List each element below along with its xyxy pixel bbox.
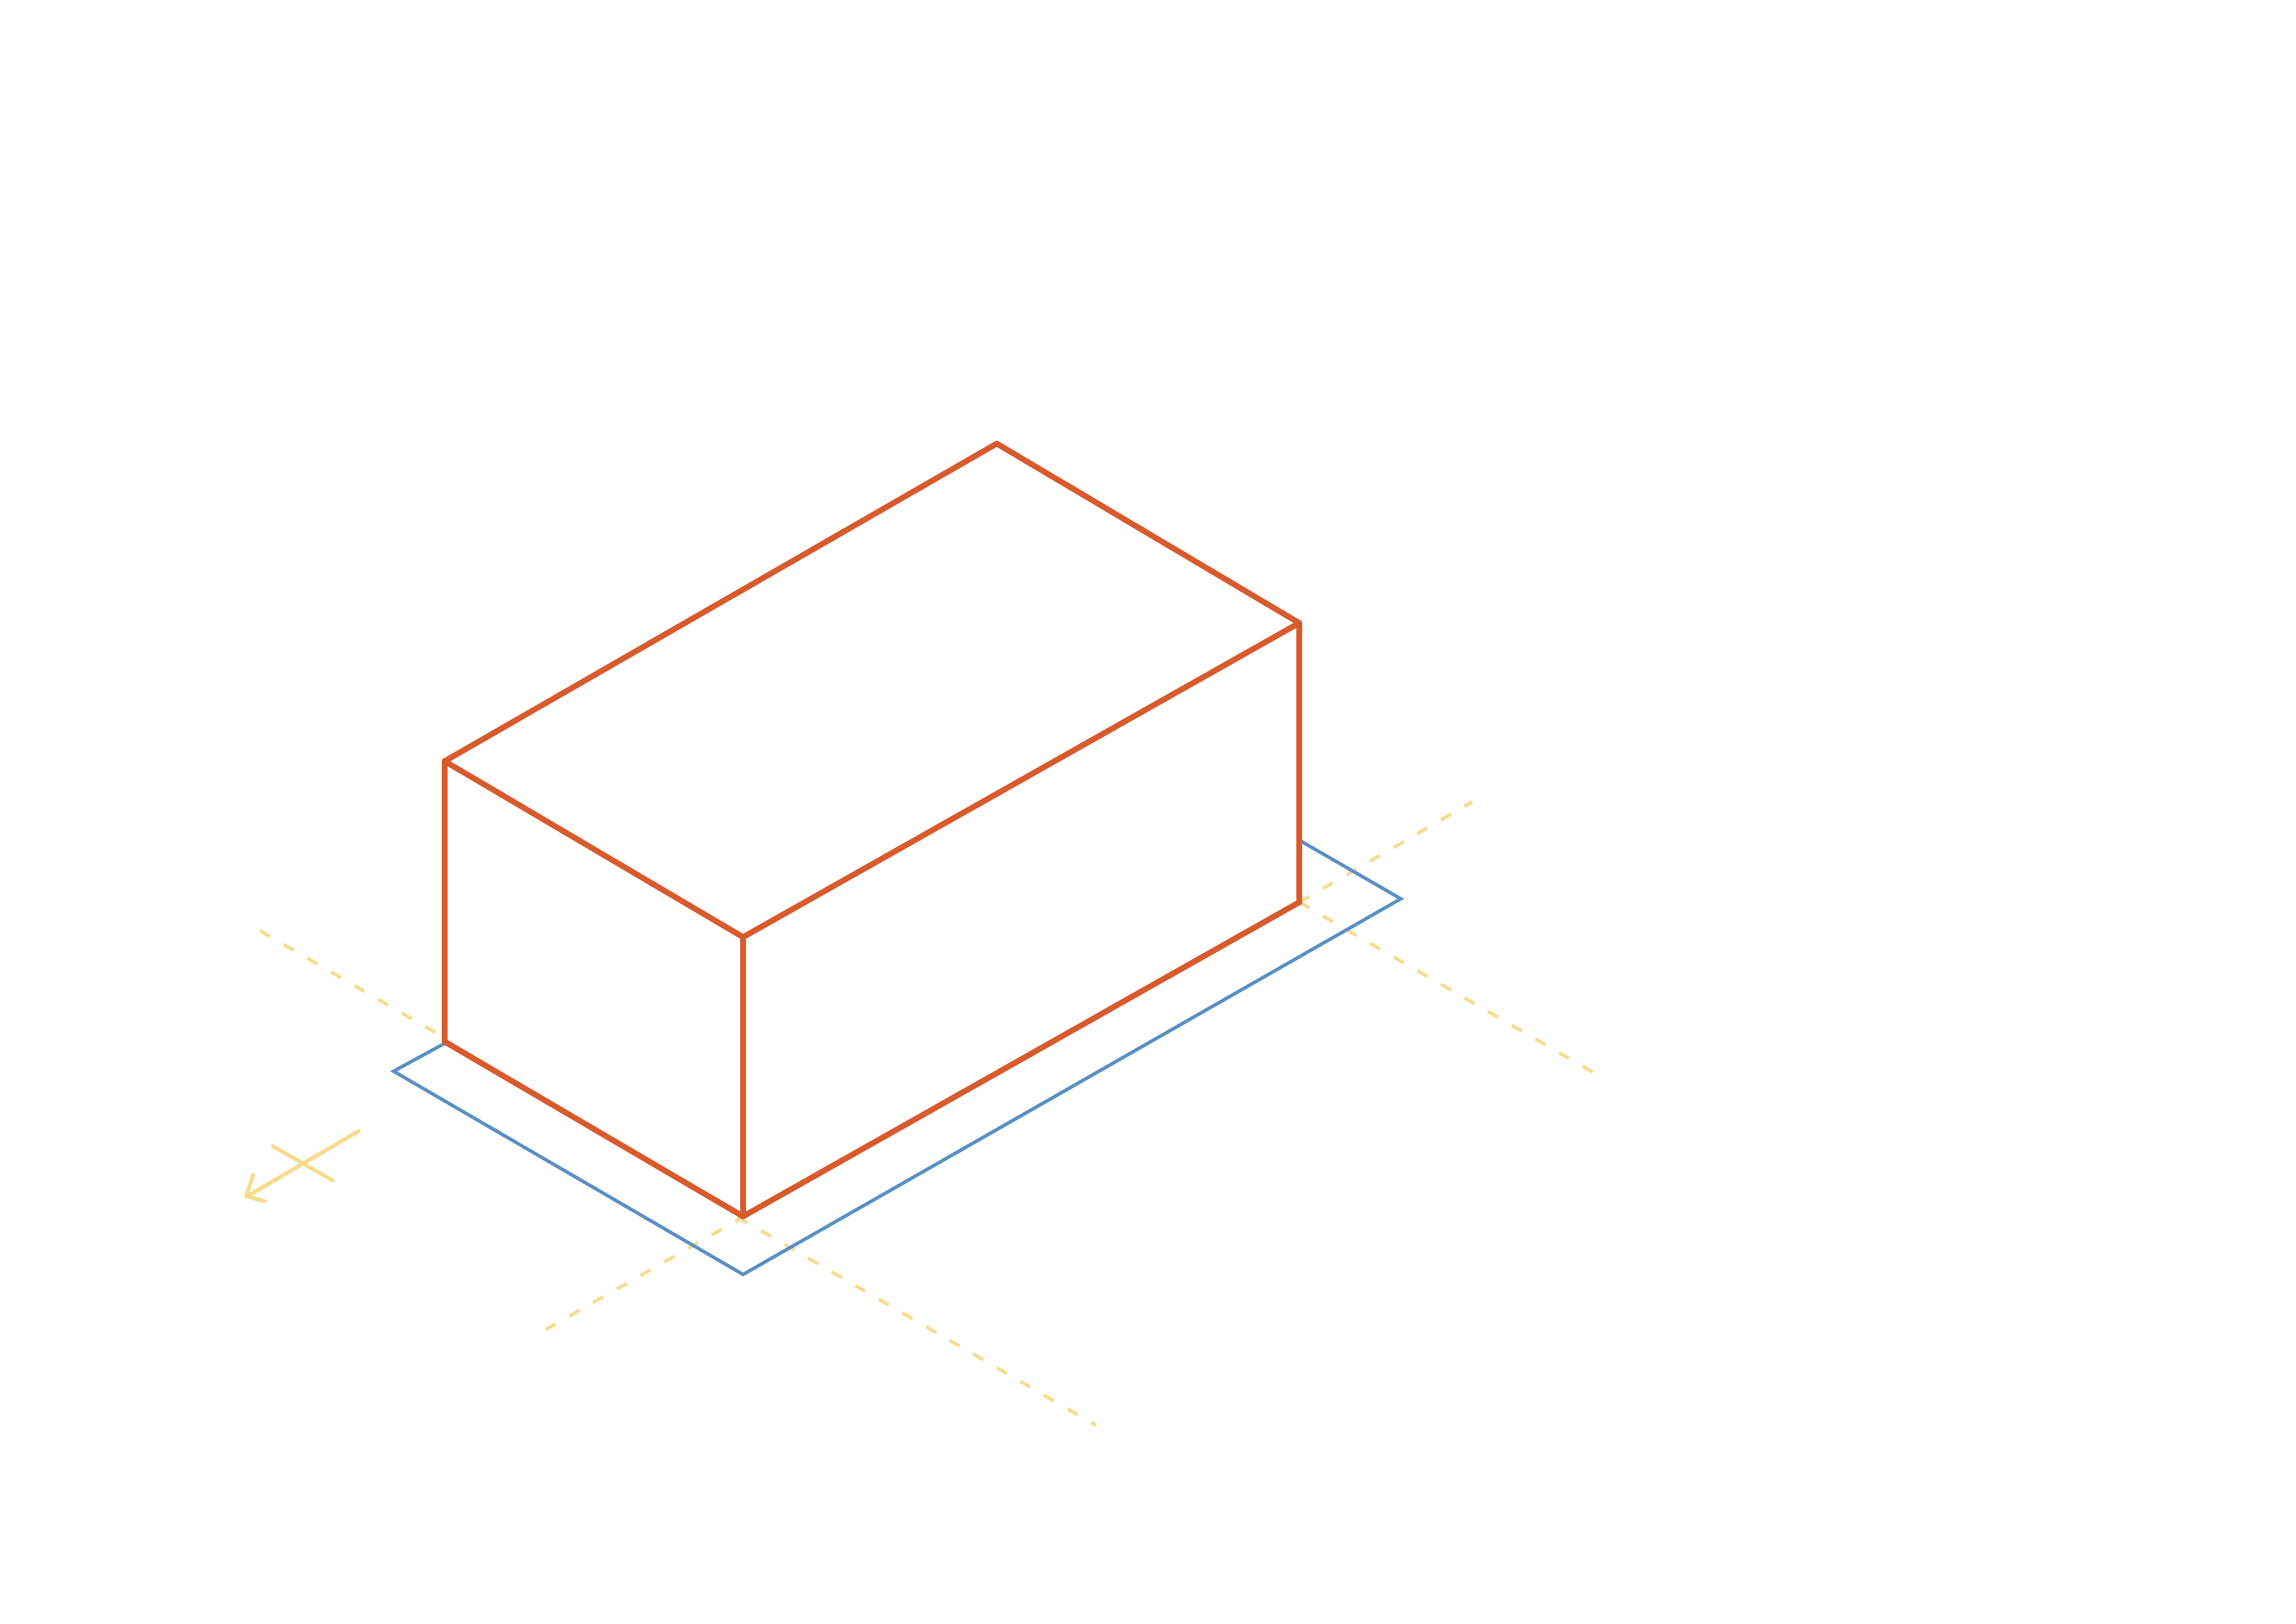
- arrow-shaft: [246, 1129, 361, 1198]
- box-volume: [442, 441, 1302, 1219]
- footprint-edge-right: [741, 838, 1405, 1276]
- guide-line-left-upper: [259, 929, 445, 1039]
- footprint-outline: [390, 838, 1405, 1276]
- dashed-axis-guides: [259, 800, 1596, 1427]
- arrowhead-icon: [244, 1173, 267, 1204]
- box-edge-bottom-left: [442, 1039, 746, 1219]
- footprint-edge-left: [390, 1042, 745, 1276]
- direction-arrow-marker: [244, 1129, 361, 1204]
- guide-line-right-rising: [1298, 800, 1473, 904]
- guide-line-right-falling: [1298, 901, 1596, 1075]
- box-edge-bottom-right: [740, 899, 1302, 1219]
